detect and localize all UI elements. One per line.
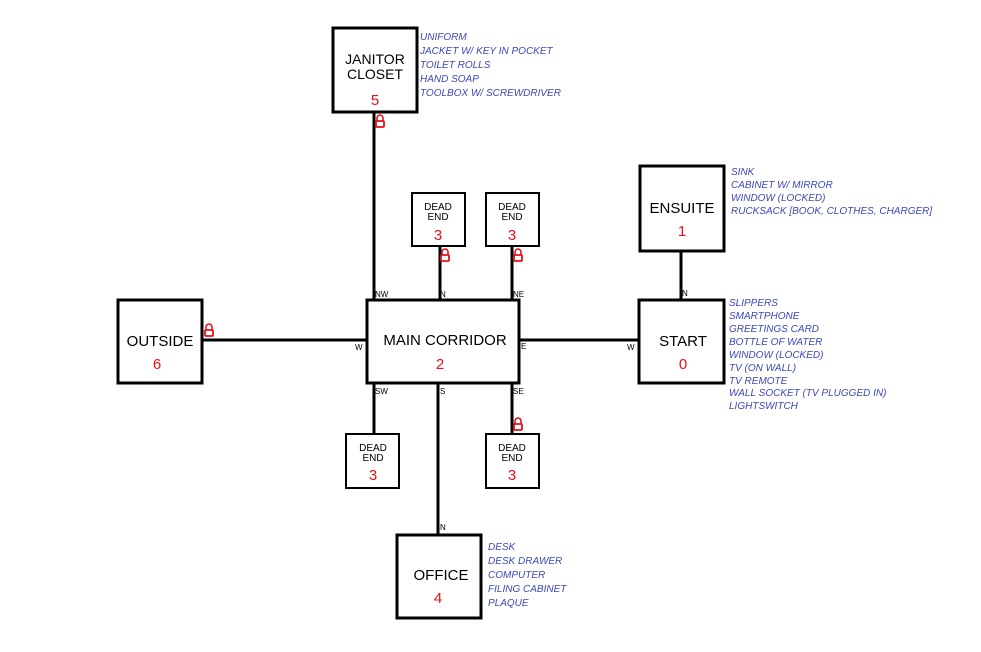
room-name-line2: CLOSET bbox=[347, 66, 403, 82]
item-label: PLAQUE bbox=[488, 598, 529, 609]
dir-label-sw: SW bbox=[375, 387, 388, 396]
lock-icon bbox=[513, 248, 523, 262]
room-name-line1: JANITOR bbox=[345, 51, 405, 67]
room-dead-end-southeast: DEAD END 3 bbox=[485, 433, 540, 489]
lock-icon bbox=[204, 323, 214, 337]
dir-label-ne: NE bbox=[513, 290, 524, 299]
dir-label-office-n: N bbox=[440, 523, 446, 532]
item-label: TOOLBOX W/ SCREWDRIVER bbox=[420, 88, 561, 99]
room-dead-end-southwest: DEAD END 3 bbox=[345, 433, 400, 489]
dir-label-s: S bbox=[440, 387, 445, 396]
lock-icon bbox=[440, 248, 450, 262]
room-number: 0 bbox=[679, 356, 687, 373]
room-dead-end-north: DEAD END 3 bbox=[411, 192, 466, 247]
item-label: DESK DRAWER bbox=[488, 556, 562, 567]
room-dead-end-northeast: DEAD END 3 bbox=[485, 192, 540, 247]
items-office: DESK DESK DRAWER COMPUTER FILING CABINET… bbox=[488, 542, 567, 609]
room-start: START 0 bbox=[637, 298, 726, 385]
item-label: FILING CABINET bbox=[488, 584, 567, 595]
room-name: ENSUITE bbox=[649, 200, 714, 217]
item-label: DESK bbox=[488, 542, 517, 553]
room-number: 3 bbox=[508, 227, 516, 244]
room-name: OUTSIDE bbox=[127, 333, 194, 350]
room-name-line2: END bbox=[362, 453, 383, 464]
room-name-line2: END bbox=[427, 212, 448, 223]
item-label: BOTTLE OF WATER bbox=[729, 337, 822, 348]
room-number: 3 bbox=[508, 467, 516, 484]
room-name-line2: END bbox=[501, 453, 522, 464]
room-janitor-closet: JANITOR CLOSET 5 bbox=[331, 26, 419, 114]
item-label: COMPUTER bbox=[488, 570, 545, 581]
room-number: 5 bbox=[371, 92, 379, 109]
item-label: SINK bbox=[731, 167, 756, 178]
item-label: GREETINGS CARD bbox=[729, 324, 819, 335]
item-label: CABINET W/ MIRROR bbox=[731, 180, 833, 191]
room-name-line2: END bbox=[501, 212, 522, 223]
room-name: MAIN CORRIDOR bbox=[383, 332, 507, 349]
items-janitor: UNIFORM JACKET W/ KEY IN POCKET TOILET R… bbox=[419, 32, 561, 99]
items-start: SLIPPERS SMARTPHONE GREETINGS CARD BOTTL… bbox=[729, 298, 886, 412]
room-office: OFFICE 4 bbox=[395, 533, 483, 620]
room-number: 6 bbox=[153, 356, 161, 373]
item-label: JACKET W/ KEY IN POCKET bbox=[419, 46, 554, 57]
item-label: RUCKSACK [BOOK, CLOTHES, CHARGER] bbox=[731, 206, 932, 217]
item-label: WALL SOCKET (TV PLUGGED IN) bbox=[729, 388, 886, 399]
dir-label-w: W bbox=[355, 343, 363, 352]
dir-label-e: E bbox=[521, 342, 526, 351]
room-outside: OUTSIDE 6 bbox=[116, 298, 204, 385]
room-name-line1: DEAD bbox=[498, 202, 526, 213]
room-name: START bbox=[659, 333, 707, 350]
room-number: 3 bbox=[434, 227, 442, 244]
item-label: LIGHTSWITCH bbox=[729, 401, 799, 412]
item-label: WINDOW (LOCKED) bbox=[731, 193, 825, 204]
connections bbox=[202, 112, 683, 534]
room-number: 3 bbox=[369, 467, 377, 484]
item-label: WINDOW (LOCKED) bbox=[729, 350, 823, 361]
item-label: SMARTPHONE bbox=[729, 311, 800, 322]
items-ensuite: SINK CABINET W/ MIRROR WINDOW (LOCKED) R… bbox=[731, 167, 932, 217]
item-label: TV REMOTE bbox=[729, 376, 788, 387]
room-ensuite: ENSUITE 1 bbox=[638, 164, 726, 253]
room-name-line1: DEAD bbox=[498, 443, 526, 454]
lock-icon bbox=[513, 417, 523, 431]
item-label: UNIFORM bbox=[420, 32, 467, 43]
locks bbox=[204, 114, 523, 431]
room-name-line1: DEAD bbox=[424, 202, 452, 213]
dir-label-nw: NW bbox=[375, 290, 389, 299]
room-main-corridor: MAIN CORRIDOR 2 bbox=[365, 298, 521, 385]
lock-icon bbox=[375, 114, 385, 128]
direction-labels: NW N NE W E SW S SE W N N bbox=[355, 289, 688, 532]
dir-label-n: N bbox=[440, 290, 446, 299]
item-label: HAND SOAP bbox=[420, 74, 479, 85]
dir-label-start-n: N bbox=[682, 289, 688, 298]
item-label: TV (ON WALL) bbox=[729, 363, 796, 374]
room-number: 1 bbox=[678, 223, 686, 240]
room-number: 4 bbox=[434, 590, 442, 607]
item-label: SLIPPERS bbox=[729, 298, 778, 309]
dir-label-se: SE bbox=[513, 387, 524, 396]
room-name: OFFICE bbox=[414, 567, 469, 584]
room-name-line1: DEAD bbox=[359, 443, 387, 454]
item-label: TOILET ROLLS bbox=[420, 60, 491, 71]
room-number: 2 bbox=[436, 356, 444, 373]
dir-label-start-w: W bbox=[627, 343, 635, 352]
